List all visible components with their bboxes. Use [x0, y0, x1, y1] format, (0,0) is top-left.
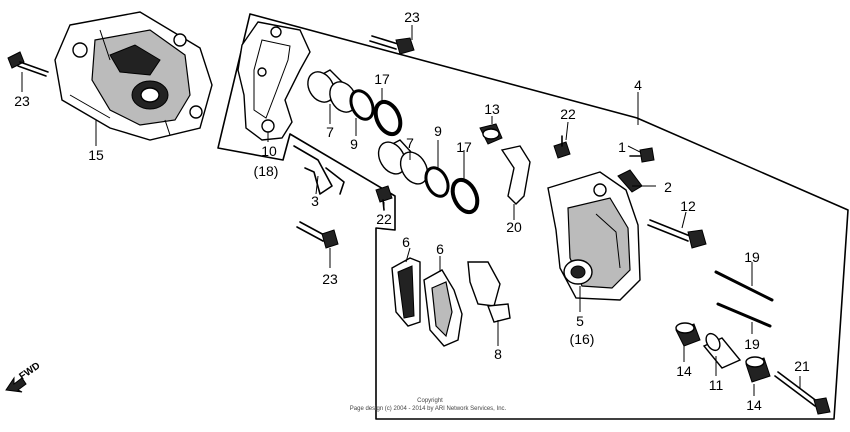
label-2: 2	[664, 179, 672, 195]
label-15: 15	[88, 147, 104, 163]
label-17-upper: 17	[374, 71, 390, 87]
retainer-plate-part-20	[500, 145, 531, 205]
label-11: 11	[709, 377, 724, 393]
forward-label: FWD	[17, 360, 42, 382]
copyright-footer: Copyright Page design (c) 2004 - 2014 by…	[350, 398, 507, 412]
label-9-upper: 9	[350, 136, 358, 152]
label-6-right: 6	[436, 241, 444, 257]
bleeder-valve-part-1	[629, 147, 655, 163]
piston-part-7-upper	[307, 69, 357, 113]
pin-boot-part-14-right	[745, 356, 771, 383]
piston-seal-part-17-upper	[373, 99, 403, 137]
label-4: 4	[634, 77, 642, 93]
caliper-body-part-5	[547, 171, 641, 301]
caliper-bracket-part-10	[237, 21, 311, 141]
piston-part-7-lower	[377, 139, 429, 185]
label-20: 20	[506, 219, 522, 235]
label-1: 1	[618, 139, 626, 155]
label-19-lower: 19	[744, 336, 760, 352]
bolt-part-23-middle	[296, 221, 339, 249]
label-16: (16)	[570, 331, 595, 347]
label-7-upper: 7	[326, 124, 334, 140]
label-13: 13	[484, 101, 500, 117]
copyright-line-1: Copyright	[417, 398, 443, 404]
brake-pad-part-6-left	[391, 257, 421, 327]
caliper-assembly-part-15	[54, 11, 213, 141]
forward-direction-indicator: FWD	[5, 360, 42, 393]
forward-arrow-icon	[5, 376, 27, 393]
brake-pad-part-6-right	[423, 269, 463, 347]
part-labels: 23 23 15 10 (18) 7 9 17 7 9 17 13 22 4 1…	[14, 9, 810, 413]
label-3: 3	[311, 193, 319, 209]
boot-part-13	[479, 123, 503, 145]
label-7-lower: 7	[406, 135, 414, 151]
label-8: 8	[494, 346, 502, 362]
label-12: 12	[680, 198, 696, 214]
leader-lines	[21, 25, 801, 396]
pad-shim-part-8	[467, 261, 511, 323]
label-18: (18)	[254, 163, 279, 179]
label-10: 10	[261, 143, 277, 159]
label-22-left: 22	[376, 211, 392, 227]
dust-seal-part-9-lower	[424, 166, 450, 198]
label-14-left: 14	[676, 363, 692, 379]
label-21: 21	[794, 358, 810, 374]
dust-seal-part-9-upper	[349, 89, 375, 121]
bolt-part-23-left	[7, 51, 49, 77]
pin-bolt-part-12	[647, 219, 707, 249]
label-23-middle: 23	[322, 271, 338, 287]
label-17-lower: 17	[456, 139, 472, 155]
label-22-right: 22	[560, 106, 576, 122]
pad-spring-part-3	[293, 145, 345, 195]
piston-seal-part-17-lower	[450, 177, 480, 215]
label-14-right: 14	[746, 397, 762, 413]
label-9-lower: 9	[434, 123, 442, 139]
pin-bolt-part-21	[774, 371, 831, 415]
sleeve-part-11	[702, 332, 742, 369]
pad-pin-part-19-lower	[716, 302, 772, 328]
label-23-top: 23	[404, 9, 420, 25]
label-23-left: 23	[14, 93, 30, 109]
pin-boot-part-14-left	[675, 322, 701, 347]
assembly-boundary-outline	[217, 13, 849, 420]
pad-pin-part-19-upper	[714, 270, 774, 302]
bolt-part-23-top	[369, 35, 415, 55]
label-5: 5	[576, 313, 584, 329]
copyright-line-2: Page design (c) 2004 - 2014 by ARI Netwo…	[350, 406, 507, 412]
bleeder-screw-part-22-right	[553, 135, 571, 159]
label-19-upper: 19	[744, 249, 760, 265]
label-6-left: 6	[402, 234, 410, 250]
